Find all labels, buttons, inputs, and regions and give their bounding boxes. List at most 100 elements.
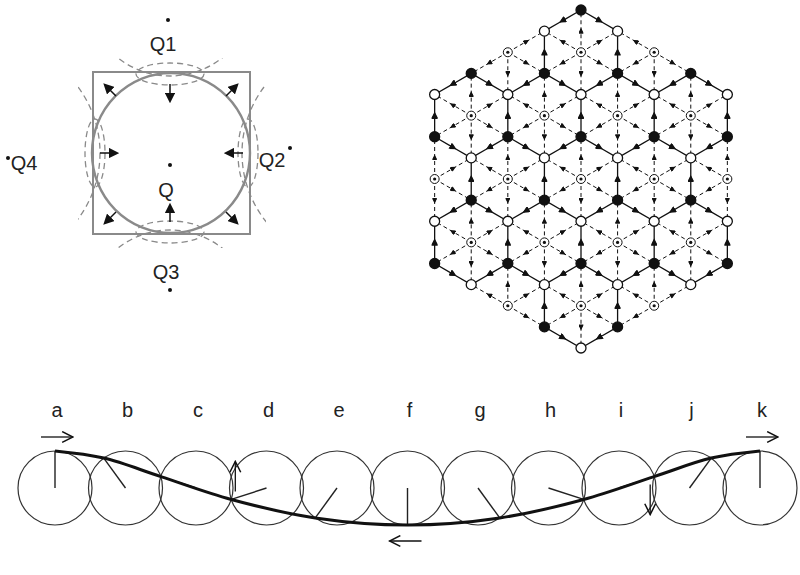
lattice-site bbox=[723, 175, 732, 184]
lattice-site bbox=[467, 238, 476, 247]
lattice-bond bbox=[544, 242, 581, 263]
lattice-bond bbox=[654, 221, 655, 263]
point-label: Q3 bbox=[151, 261, 182, 283]
lattice-site bbox=[613, 195, 623, 205]
lattice-site bbox=[613, 280, 623, 290]
lattice-bond bbox=[580, 221, 581, 263]
lattice-site bbox=[466, 68, 476, 78]
lattice-bond bbox=[618, 179, 655, 200]
lattice-site bbox=[577, 48, 586, 57]
lattice-site bbox=[576, 90, 586, 100]
lattice-bond bbox=[435, 264, 472, 285]
lattice-site bbox=[503, 175, 512, 184]
velocity-arrow bbox=[235, 461, 236, 491]
lattice-bond bbox=[654, 95, 655, 137]
lattice-site bbox=[722, 259, 732, 269]
radius-line bbox=[315, 488, 337, 518]
lattice-site bbox=[503, 90, 513, 100]
lattice-bond bbox=[617, 158, 618, 200]
lattice-site bbox=[503, 216, 513, 226]
lattice-bond bbox=[434, 95, 435, 137]
position-letter: e bbox=[331, 399, 346, 421]
lattice-bond bbox=[508, 221, 545, 242]
position-letter: a bbox=[49, 399, 64, 421]
lattice-bond bbox=[691, 200, 728, 221]
lattice-site bbox=[503, 48, 512, 57]
position-letter: j bbox=[687, 399, 695, 421]
lattice-bond bbox=[581, 31, 618, 52]
lattice-bond bbox=[654, 158, 691, 179]
lattice-site bbox=[686, 111, 695, 120]
lattice-bond bbox=[581, 179, 618, 200]
velocity-arrow bbox=[650, 485, 651, 515]
lattice-bond bbox=[654, 116, 691, 137]
lattice-bond bbox=[617, 116, 618, 158]
lattice-bond bbox=[471, 221, 508, 242]
lattice-site bbox=[430, 175, 439, 184]
lattice-bond bbox=[727, 137, 728, 179]
lattice-site bbox=[503, 259, 513, 269]
lattice-bond bbox=[581, 200, 618, 221]
lattice-bond bbox=[471, 200, 472, 242]
lattice-bond bbox=[507, 264, 508, 306]
lattice-bond bbox=[471, 116, 472, 158]
lattice-bond bbox=[544, 200, 545, 242]
velocity-arrow bbox=[746, 436, 778, 437]
lattice-site bbox=[430, 132, 440, 142]
lattice-bond bbox=[508, 52, 545, 73]
lattice-site bbox=[613, 26, 623, 36]
cell-square bbox=[93, 72, 250, 234]
point-label: Q4 bbox=[9, 152, 40, 174]
lattice-site bbox=[722, 132, 732, 142]
lattice-bond bbox=[581, 327, 618, 348]
lattice-bond bbox=[581, 137, 618, 158]
lattice-bond bbox=[581, 306, 582, 348]
lattice-bond bbox=[581, 158, 618, 179]
site-dots bbox=[6, 18, 292, 292]
lattice-site bbox=[430, 259, 440, 269]
neighbour-arcs bbox=[78, 58, 266, 248]
lattice-bond bbox=[544, 31, 545, 73]
lattice-site bbox=[467, 111, 476, 120]
lattice-bond bbox=[544, 242, 545, 284]
lattice-site bbox=[686, 238, 695, 247]
lattice-site bbox=[613, 153, 623, 163]
lattice-bond bbox=[581, 52, 618, 73]
lattice-bond bbox=[618, 158, 655, 179]
velocity-arrow bbox=[390, 540, 422, 541]
lattice-site bbox=[539, 153, 549, 163]
lattice-bond bbox=[544, 327, 581, 348]
cell-figure bbox=[0, 0, 462, 398]
lattice-bond bbox=[654, 137, 691, 158]
lattice-bond bbox=[618, 242, 655, 263]
lattice-bond bbox=[654, 52, 691, 73]
position-letter: i bbox=[617, 399, 625, 421]
lattice-bond bbox=[618, 200, 655, 221]
lattice-bond bbox=[508, 158, 545, 179]
rolling-circle bbox=[300, 451, 374, 525]
lattice-bond bbox=[690, 158, 691, 200]
cell-circle bbox=[92, 73, 250, 233]
lattice-site bbox=[686, 280, 696, 290]
lattice-bond bbox=[544, 179, 581, 200]
lattice-bond bbox=[544, 10, 581, 31]
lattice-bond bbox=[544, 31, 581, 52]
lattice-bond bbox=[544, 116, 581, 137]
lattice-site bbox=[650, 175, 659, 184]
lattice-bond bbox=[691, 264, 728, 285]
lattice-bond bbox=[727, 221, 728, 263]
position-letter: g bbox=[472, 399, 487, 421]
lattice-bond bbox=[581, 95, 618, 116]
radius-line bbox=[549, 488, 584, 499]
lattice-bond bbox=[507, 95, 508, 137]
lattice-bond bbox=[508, 73, 545, 94]
lattice-site bbox=[540, 111, 549, 120]
lattice-bond bbox=[690, 200, 691, 242]
lattice-bond bbox=[544, 158, 581, 179]
lattice-bond bbox=[508, 264, 545, 285]
lattice-bond bbox=[581, 221, 618, 242]
lattice-bond bbox=[618, 95, 655, 116]
lattice-bond bbox=[691, 95, 728, 116]
